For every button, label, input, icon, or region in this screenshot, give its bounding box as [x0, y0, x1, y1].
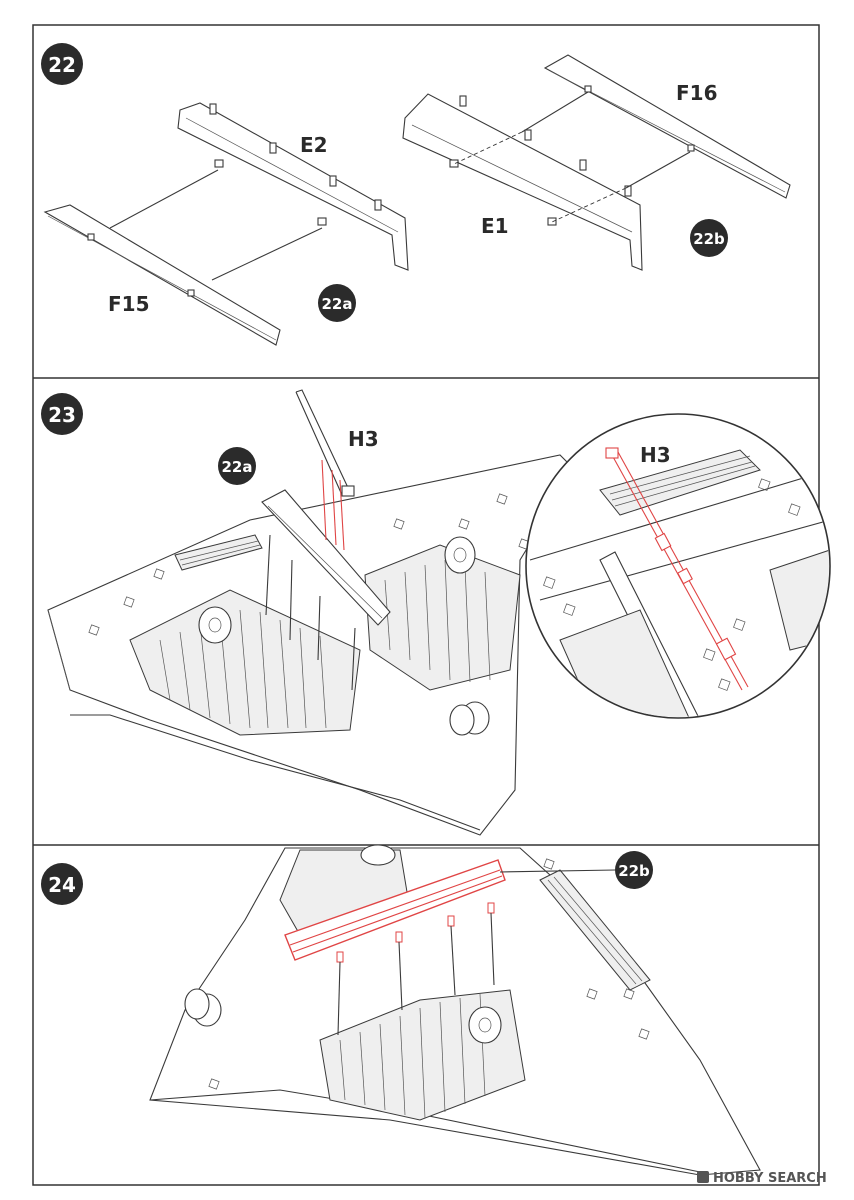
wheel — [184, 988, 210, 1020]
connector-line — [453, 131, 523, 165]
wing-underside-drawing — [47, 454, 576, 836]
part-label-e1: E1 — [481, 214, 509, 238]
step-23-number: 23 — [48, 403, 76, 427]
h3-red-guides — [321, 459, 345, 551]
svg-text:22b: 22b — [693, 230, 725, 248]
part-e2-drawing — [177, 102, 409, 271]
watermark-text: HOBBY SEARCH — [713, 1171, 827, 1186]
part-label-e2: E2 — [300, 133, 328, 157]
part-label-h3: H3 — [348, 427, 379, 451]
wheel — [360, 844, 396, 866]
door-22b-attach-lines — [337, 912, 495, 1036]
step-23-panel: 23 — [41, 389, 831, 836]
detail-magnifier: H3 — [525, 413, 831, 719]
step-23-badge: 23 — [41, 393, 83, 435]
subassembly-badge-22b: 22b — [690, 219, 728, 257]
svg-text:22b: 22b — [618, 862, 650, 880]
step-22-number: 22 — [48, 53, 76, 77]
detail-bay — [769, 549, 829, 651]
subassembly-badge-22a-ref: 22a — [218, 447, 256, 485]
step-22-badge: 22 — [41, 43, 83, 85]
subassembly-badge-22a: 22a — [318, 284, 356, 322]
door-attach-lines — [265, 534, 356, 691]
part-h3-drawing — [295, 389, 355, 497]
connector-line — [521, 91, 589, 133]
wheel-bay-right — [364, 544, 521, 691]
wheel-bay-left — [129, 589, 361, 736]
vent-grille — [174, 534, 263, 571]
vent-grille-2 — [539, 869, 651, 991]
detail-h3-strut — [605, 447, 749, 691]
subassembly-badge-22b-ref: 22b — [615, 851, 653, 889]
wheel — [444, 536, 476, 574]
leader-line-22b — [499, 869, 616, 873]
part-e1-drawing — [402, 93, 643, 271]
connector-line — [211, 227, 323, 281]
wheel — [449, 704, 475, 736]
svg-text:22a: 22a — [322, 295, 353, 313]
door-22b-red — [284, 859, 506, 963]
connector-line — [109, 169, 219, 229]
watermark-logo-icon — [697, 1171, 709, 1183]
wheel — [468, 1006, 502, 1044]
step-24-badge: 24 — [41, 863, 83, 905]
connector-line — [625, 151, 691, 189]
step-24-number: 24 — [48, 873, 76, 897]
part-f15-drawing — [43, 204, 281, 346]
step-24-panel: 24 — [41, 844, 761, 1176]
door-22a-drawing — [261, 489, 391, 626]
svg-text:22a: 22a — [222, 458, 253, 476]
watermark: HOBBY SEARCH — [697, 1171, 827, 1186]
detail-label-h3: H3 — [640, 443, 671, 467]
wheel — [198, 606, 232, 644]
step-22-panel: 22 — [41, 43, 791, 346]
part-label-f15: F15 — [108, 292, 150, 316]
part-label-f16: F16 — [676, 81, 718, 105]
